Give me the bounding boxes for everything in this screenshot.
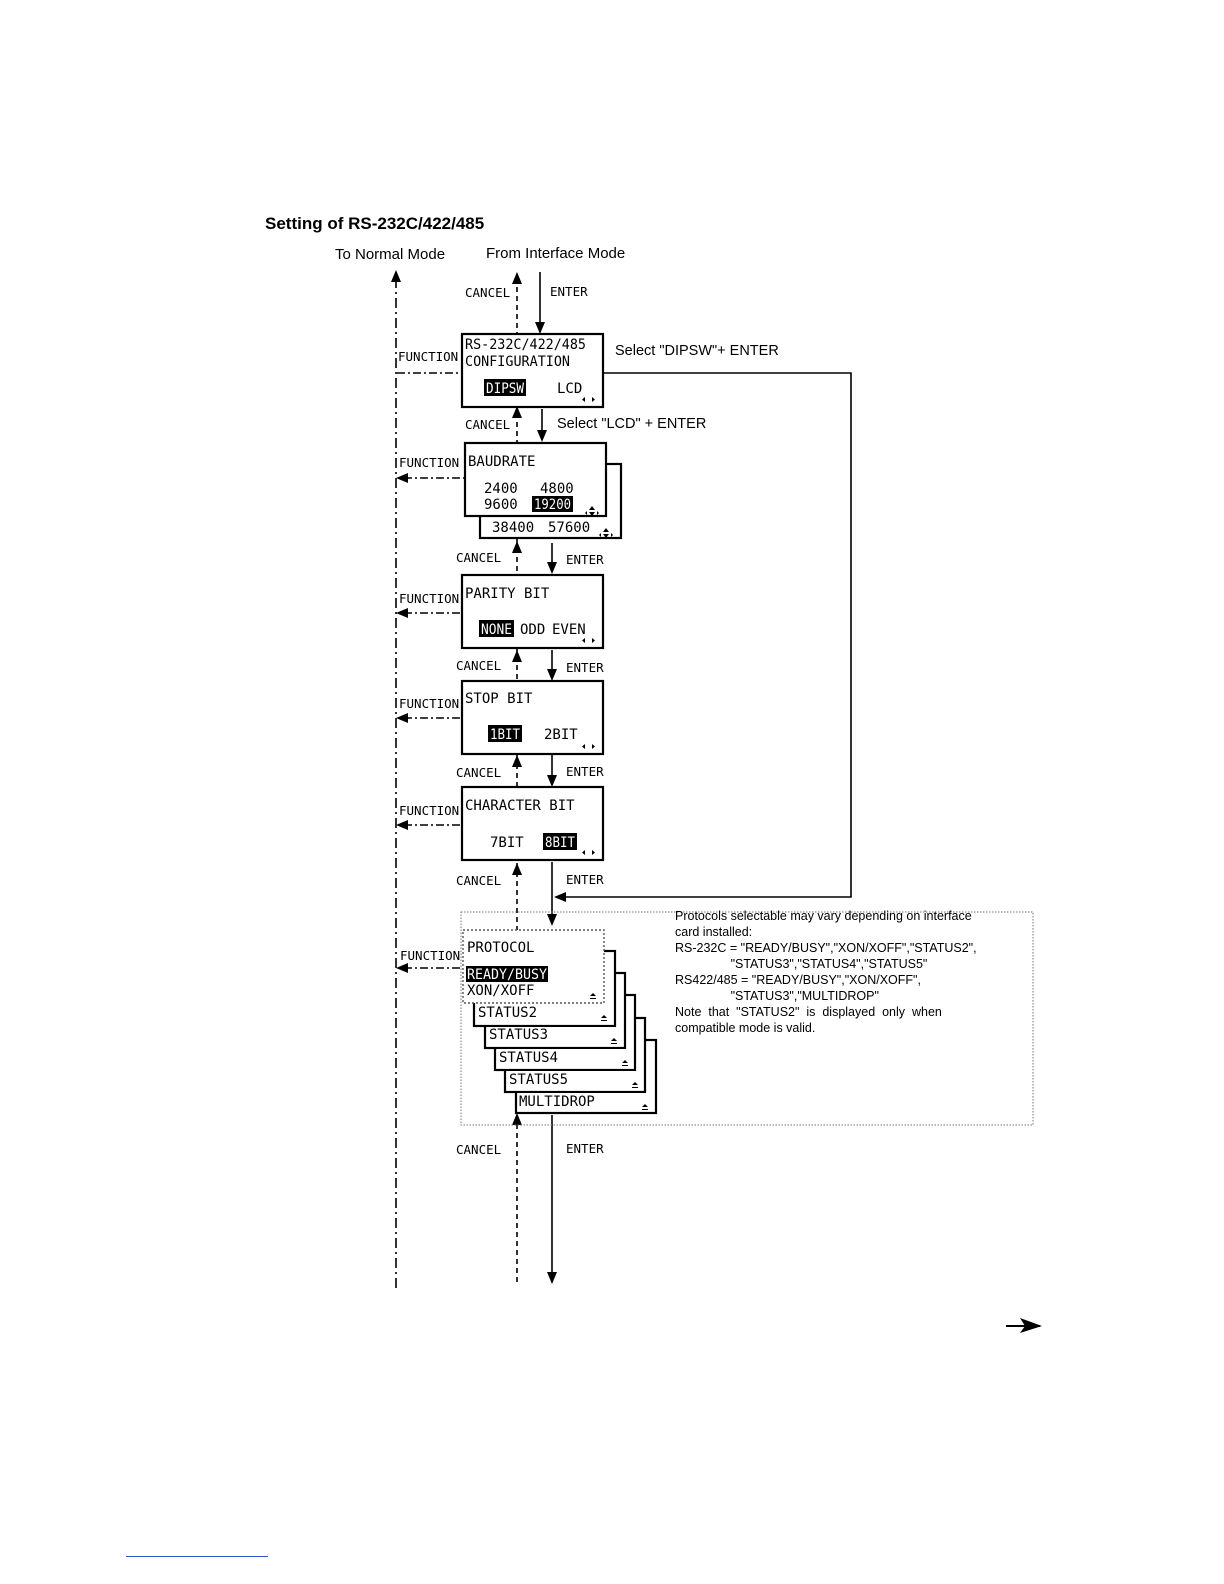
cancel-label-3: CANCEL [456,550,501,565]
protocol-note-line: card installed: [675,925,752,939]
select-dipsw-annotation: Select "DIPSW"+ ENTER [615,343,779,359]
up-down-arrow-icon [599,528,613,538]
footer-rule [126,1556,268,1557]
parity-option-odd: ODD [520,622,545,638]
enter-label-7: ENTER [566,1141,604,1156]
protocol-option-status2: STATUS2 [478,1005,537,1021]
function-label-1: FUNCTION [398,349,458,364]
protocol-option-status4: STATUS4 [499,1050,558,1066]
config-option-dipsw: DIPSW [486,381,525,397]
up-down-arrow-icon [632,1082,638,1088]
left-right-arrow-icon [582,397,595,402]
baudrate-9600: 9600 [484,497,518,513]
cancel-label-2: CANCEL [465,417,510,432]
config-line-2: CONFIGURATION [465,354,570,370]
stop-bit-option-1bit: 1BIT [490,727,521,743]
protocol-note: Protocols selectable may vary depending … [675,909,977,1035]
function-label-3: FUNCTION [399,591,459,606]
enter-label-5: ENTER [566,764,604,779]
protocol-option-xon-xoff: XON/XOFF [467,983,534,999]
character-bit-selection-highlight [543,833,577,850]
config-option-lcd: LCD [557,381,582,397]
enter-label-3: ENTER [566,552,604,567]
diagram-title: Setting of RS-232C/422/485 [265,214,484,233]
cancel-label-5: CANCEL [456,765,501,780]
function-label-6: FUNCTION [400,948,460,963]
character-bit-screen: CHARACTER BIT 7BIT 8BIT [460,785,605,862]
function-label-2: FUNCTION [399,455,459,470]
up-down-arrow-icon [642,1104,648,1110]
cancel-label-4: CANCEL [456,658,501,673]
protocol-option-status3: STATUS3 [489,1027,548,1043]
cancel-label-1: CANCEL [465,285,510,300]
dipsw-bypass-line [554,372,852,902]
character-bit-title: CHARACTER BIT [465,798,575,814]
left-right-arrow-icon [582,850,595,855]
cancel-label-6: CANCEL [456,873,501,888]
baudrate-2400: 2400 [484,481,518,497]
protocol-note-line: Protocols selectable may vary depending … [675,909,972,923]
stop-bit-title: STOP BIT [465,691,533,707]
cancel-label-7: CANCEL [456,1142,501,1157]
parity-option-even: EVEN [552,622,586,638]
baudrate-selection-highlight [532,496,573,512]
up-down-arrow-icon [622,1060,628,1066]
up-down-arrow-icon [590,993,596,999]
character-bit-option-7bit: 7BIT [490,835,524,851]
from-interface-mode-label: From Interface Mode [486,245,625,262]
function-label-4: FUNCTION [399,696,459,711]
parity-screen: PARITY BIT NONE ODD EVEN [460,573,605,650]
protocol-note-line: Note that "STATUS2" is displayed only wh… [675,1005,942,1019]
stop-bit-selection-highlight [488,725,522,742]
protocol-note-line: "STATUS3","STATUS4","STATUS5" [675,957,927,971]
protocol-note-line: RS422/485 = "READY/BUSY","XON/XOFF", [675,973,921,987]
baudrate-4800: 4800 [540,481,574,497]
protocol-note-line: "STATUS3","MULTIDROP" [675,989,879,1003]
cancel-path-line [512,272,522,1282]
enter-label-6: ENTER [566,872,604,887]
function-label-5: FUNCTION [399,803,459,818]
enter-label-1: ENTER [550,284,588,299]
protocol-note-line: compatible mode is valid. [675,1021,815,1035]
config-selection-highlight [484,379,526,396]
protocol-selection-highlight [466,966,548,982]
left-right-arrow-icon [582,744,595,749]
to-normal-mode-label: To Normal Mode [335,246,445,263]
to-normal-mode-line [391,270,401,1288]
protocol-option-status5: STATUS5 [509,1072,568,1088]
protocol-option-multidrop: MULTIDROP [519,1094,595,1110]
enter-label-4: ENTER [566,660,604,675]
character-bit-option-8bit: 8BIT [545,835,576,851]
up-down-arrow-icon [611,1038,617,1044]
up-down-arrow-icon [585,506,599,516]
left-right-arrow-icon [582,638,595,643]
stop-bit-screen: STOP BIT 1BIT 2BIT [460,679,605,756]
parity-title: PARITY BIT [465,586,550,602]
baudrate-19200: 19200 [534,497,571,513]
protocol-screen-stack: PROTOCOL READY/BUSY XON/XOFF STATUS2 STA… [462,929,658,1115]
baudrate-title: BAUDRATE [468,454,535,470]
config-screen: RS-232C/422/485 CONFIGURATION DIPSW LCD [460,332,605,409]
baudrate-back-a: 38400 [492,520,534,536]
protocol-option-ready-busy: READY/BUSY [467,967,548,983]
baudrate-back-b: 57600 [548,520,590,536]
protocol-region [460,911,1034,1126]
protocol-title: PROTOCOL [467,940,534,956]
config-line-1: RS-232C/422/485 [465,337,586,353]
parity-option-none: NONE [481,622,512,638]
up-down-arrow-icon [601,1015,607,1021]
stop-bit-option-2bit: 2BIT [544,727,578,743]
select-lcd-annotation: Select "LCD" + ENTER [557,416,706,432]
enter-path-line [539,272,553,1274]
protocol-note-line: RS-232C = "READY/BUSY","XON/XOFF","STATU… [675,941,977,955]
continue-arrow-icon [1006,1318,1042,1333]
parity-selection-highlight [479,620,514,637]
baudrate-screen: 38400 57600 BAUDRATE 2400 4800 9600 1920… [463,441,623,540]
